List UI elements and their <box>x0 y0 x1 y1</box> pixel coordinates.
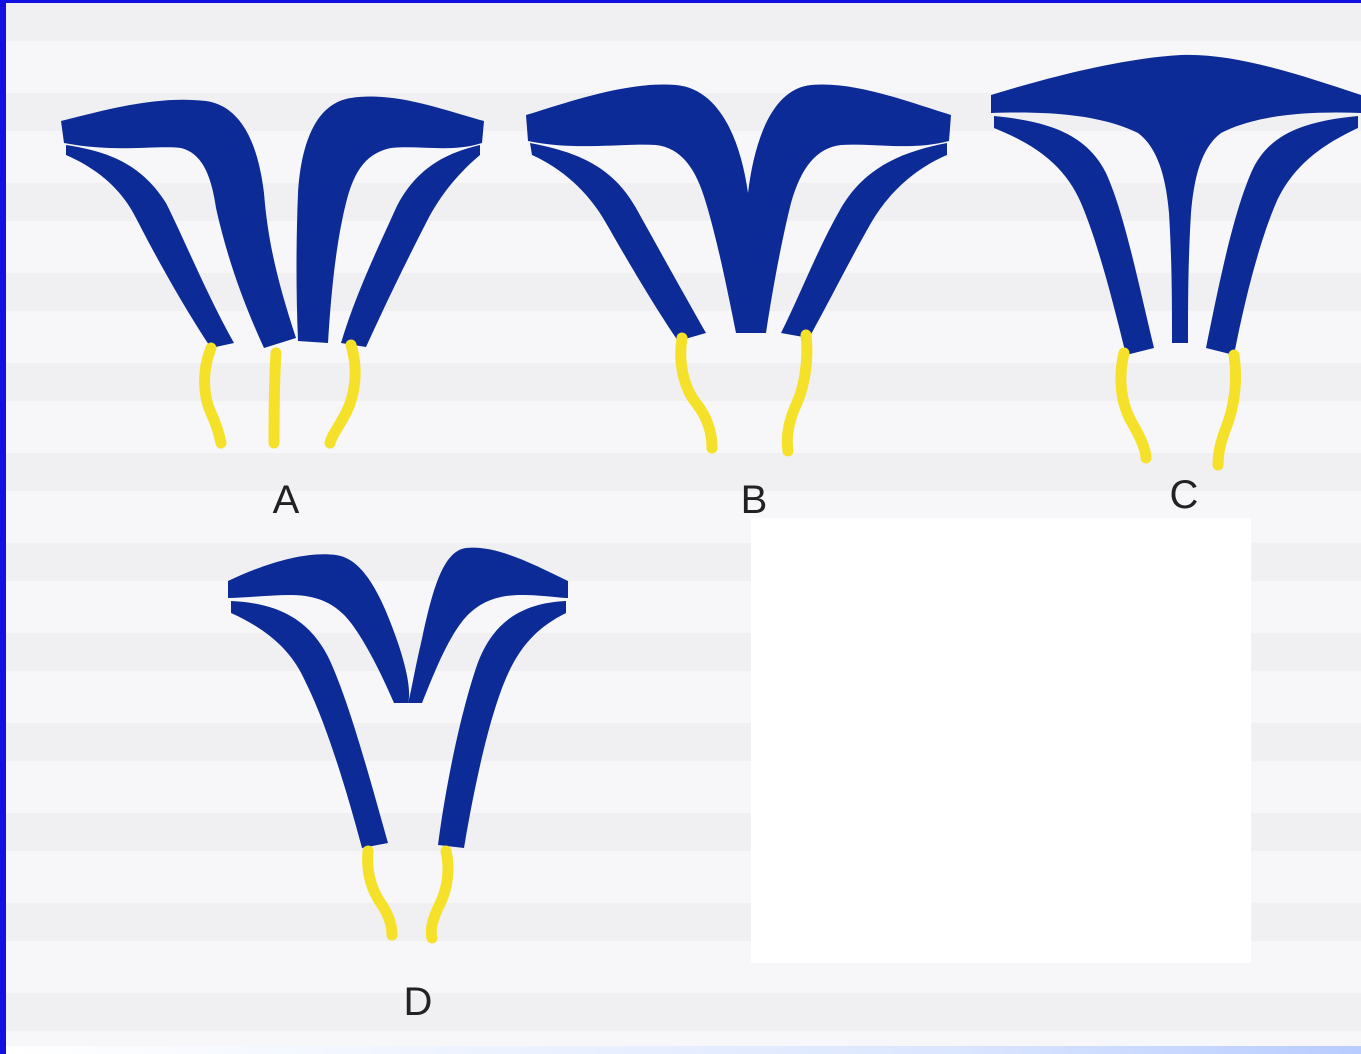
uterus-c-ligament-left <box>1121 353 1146 458</box>
bottom-band <box>6 1046 1361 1054</box>
uterus-a-left-horn <box>61 100 296 348</box>
uterus-d-ligament-left <box>368 851 392 935</box>
uterus-d-right-wall <box>438 601 566 848</box>
uterus-b-right-outer <box>781 143 947 338</box>
uterus-c <box>991 55 1361 355</box>
uterus-a-ligament-middle <box>274 353 276 443</box>
uterus-c-right-wall <box>1206 116 1358 355</box>
label-b: B <box>741 478 768 522</box>
uterus-a-ligament-right <box>330 345 355 443</box>
uterus-c-ligament-right <box>1218 355 1236 465</box>
uterus-c-fundus <box>991 55 1361 343</box>
uterus-c-left-wall <box>994 116 1154 355</box>
uterus-diagram: A B C <box>6 3 1361 1054</box>
uterus-a-right-outer <box>341 145 480 347</box>
uterus-b-ligaments <box>681 335 807 451</box>
uterus-d <box>228 548 568 848</box>
uterus-b-left-horn <box>526 85 754 333</box>
label-c: C <box>1170 473 1199 517</box>
label-a: A <box>273 478 300 522</box>
uterus-b-ligament-left <box>681 338 712 448</box>
uterus-a-right-horn <box>297 97 485 343</box>
uterus-a <box>61 97 484 348</box>
uterus-c-ligaments <box>1121 353 1236 465</box>
uterus-b <box>526 85 951 341</box>
uterus-d-ligament-right <box>431 851 448 938</box>
uterus-a-ligaments <box>205 345 356 443</box>
uterus-b-left-outer <box>530 143 706 341</box>
uterus-b-ligament-right <box>787 335 807 451</box>
uterus-d-ligaments <box>368 851 448 938</box>
label-d: D <box>404 980 433 1024</box>
uterus-a-ligament-left <box>205 348 221 443</box>
